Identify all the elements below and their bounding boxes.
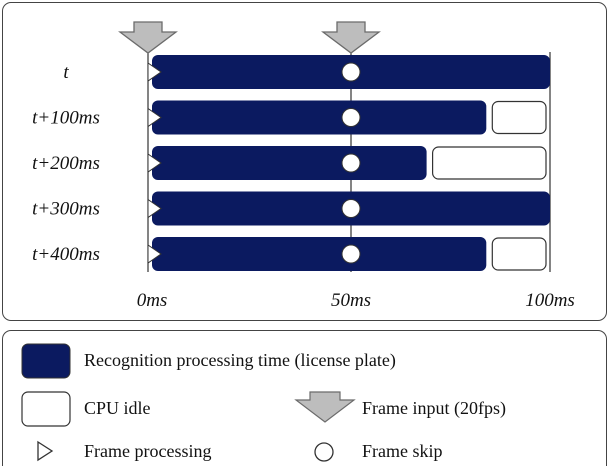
- frame-processing-triangle-icon: [147, 198, 162, 219]
- axis-tick-label: 50ms: [331, 290, 371, 311]
- frame-skip-circle-icon: [341, 244, 361, 264]
- frame-skip-circle-icon: [341, 153, 361, 173]
- frame-processing-triangle-icon: [147, 62, 162, 82]
- legend-processing-label: Recognition processing time (license pla…: [84, 350, 396, 371]
- frame-input-arrow-icon: [321, 21, 381, 54]
- frame-skip-circle-icon: [341, 108, 361, 127]
- frame-input-arrow-icon: [118, 21, 178, 54]
- row-label: t: [63, 62, 69, 83]
- axis-tick-label: 0ms: [137, 290, 168, 311]
- legend-processing-swatch: [21, 343, 71, 379]
- row-label: t+300ms: [32, 199, 100, 220]
- frame-skip-circle-icon: [341, 199, 361, 218]
- row-label: t+100ms: [32, 108, 100, 129]
- frame-skip-circle-icon: [314, 442, 334, 462]
- processing-bar: [152, 146, 427, 180]
- legend-panel: [2, 330, 607, 466]
- frame-processing-triangle-icon: [147, 107, 162, 128]
- frame-processing-triangle-icon: [147, 153, 162, 173]
- legend-idle-label: CPU idle: [84, 398, 151, 418]
- frame-input-arrow-icon: [294, 391, 356, 423]
- legend: Recognition processing time (license pla…: [21, 343, 506, 462]
- legend-frame-skip-label: Frame skip: [362, 441, 443, 461]
- idle-bar: [491, 237, 547, 271]
- legend-idle-swatch: [21, 391, 71, 427]
- frame-processing-triangle-icon: [147, 244, 162, 264]
- chart-layer: t t+100ms t+200ms t+300ms t+400ms 0ms 50ms 100m…: [32, 21, 575, 311]
- idle-bar: [491, 100, 547, 135]
- legend-frame-processing-label: Frame processing: [84, 441, 211, 461]
- axis-tick-label: 100ms: [525, 290, 575, 311]
- frame-processing-triangle-icon: [37, 440, 54, 462]
- processing-bar: [152, 237, 487, 271]
- processing-bar: [152, 100, 487, 135]
- legend-frame-input-label: Frame input (20fps): [362, 398, 506, 419]
- frame-skip-circle-icon: [341, 62, 361, 82]
- idle-bar: [432, 146, 547, 180]
- row-label: t+200ms: [32, 153, 100, 174]
- row-label: t+400ms: [32, 244, 100, 265]
